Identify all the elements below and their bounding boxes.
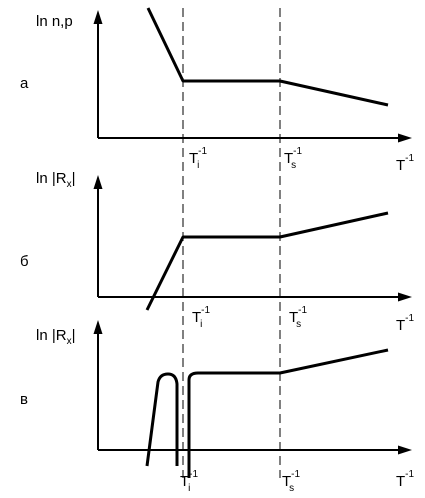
panel-b-curve [145,211,389,311]
panel-a-x-arrow [398,133,412,143]
panel-b-x-arrow [398,292,412,302]
panel-c-curve-right [187,348,389,478]
panel-c-x-arrow [398,445,412,455]
panel-a-x-axis-label: T-1 [396,153,415,174]
panel-a-curve [146,7,389,107]
panel-b-y-arrow [93,175,103,189]
panel-b-letter: б [20,253,29,270]
panel-a-letter: а [20,75,29,92]
panel-b-y-label: ln |Rx| [36,170,75,190]
panel-a-y-arrow [93,10,103,24]
panel-a-y-label: ln n,p [36,13,73,30]
panel-c-letter: в [20,391,28,408]
panel-b-x-axis-label: T-1 [396,313,415,334]
panel-c-x-axis-label: T-1 [396,469,415,490]
panel-c-y-label: ln |Rx| [36,327,75,347]
panel-c-curve-left [145,372,179,467]
panel-c-y-arrow [93,320,103,334]
